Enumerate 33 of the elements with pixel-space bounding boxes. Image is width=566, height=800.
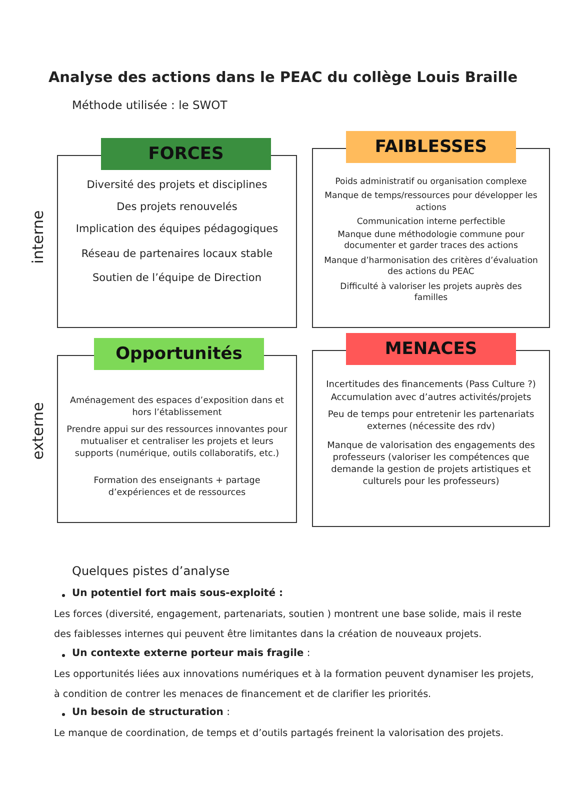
axis-label: externe [29, 401, 47, 461]
bullet-heading: Un potentiel fort mais sous-exploité : [72, 588, 283, 599]
swot-item: Communication interne perfectible [356, 217, 506, 229]
section-heading: MENACES [346, 333, 516, 365]
swot-item: Aménagement des espaces d’exposition dans et hors l’établissement [68, 396, 285, 420]
swot-item: Manque de valorisation des engagements des professeurs (valoriser les compétences que demande la gestion de projets artistiques et culturels pour les professeurs) [326, 440, 536, 488]
paragraph: Les opportunités liées aux innovations numériques et à la formation peuvent dynamiser les projets, à condition de contrer les menaces de financement et de clarifier les priorités. [54, 668, 534, 702]
bullet-heading: Un besoin de structuration : [72, 707, 230, 718]
swot-item: Manque de temps/ressources pour développer les actions [324, 191, 538, 214]
swot-item: Incertitudes des financements (Pass Culture ?) [325, 379, 537, 392]
swot-item: Réseau de partenaires locaux stable [80, 246, 274, 261]
swot-item: Manque dune méthodologie commune pour documenter et garder traces des actions [336, 230, 526, 253]
section-heading: Opportunités [94, 338, 264, 370]
section-heading: FAIBLESSES [346, 131, 516, 163]
bullet-heading: Un contexte externe porteur mais fragile : [72, 648, 310, 659]
axis-label: interne [29, 209, 47, 266]
swot-item: Implication des équipes pédagogiques [74, 222, 280, 237]
paragraph: Les forces (diversité, engagement, partenariats, soutien ) montrent une base solide, mais il reste des faiblesses internes qui peuvent être limitantes dans la création de nouveaux projets. [54, 608, 523, 642]
swot-item: Formation des enseignants + partage d’expériences et de ressources [92, 476, 262, 500]
swot-item: Poids administratif ou organisation complexe [334, 177, 528, 188]
swot-item: Prendre appui sur des ressources innovantes pour mutualiser et centraliser les projets et leurs supports (numérique, outils collaboratifs, etc.) [66, 424, 288, 460]
swot-item: Difficulté à valoriser les projets auprès des familles [339, 282, 523, 305]
paragraph: Le manque de coordination, de temps et d’outils partagés freinent la valorisation des projets. [54, 727, 505, 741]
swot-item: Diversité des projets et disciplines [86, 178, 268, 192]
swot-item: Manque d’harmonisation des critères d’évaluation des actions du PEAC [324, 256, 538, 279]
section-title: Quelques pistes d’analyse [72, 564, 230, 578]
subtitle: Méthode utilisée : le SWOT [72, 98, 228, 112]
title: Analyse des actions dans le PEAC du collège Louis Braille [47, 70, 519, 86]
swot-item: Accumulation avec d’autres activités/projets [330, 392, 532, 404]
swot-item: Des projets renouvelés [116, 200, 238, 214]
swot-item: Peu de temps pour entretenir les partenariats externes (nécessite des rdv) [326, 409, 536, 434]
section-heading: FORCES [101, 138, 271, 170]
swot-item: Soutien de l’équipe de Direction [91, 270, 262, 285]
